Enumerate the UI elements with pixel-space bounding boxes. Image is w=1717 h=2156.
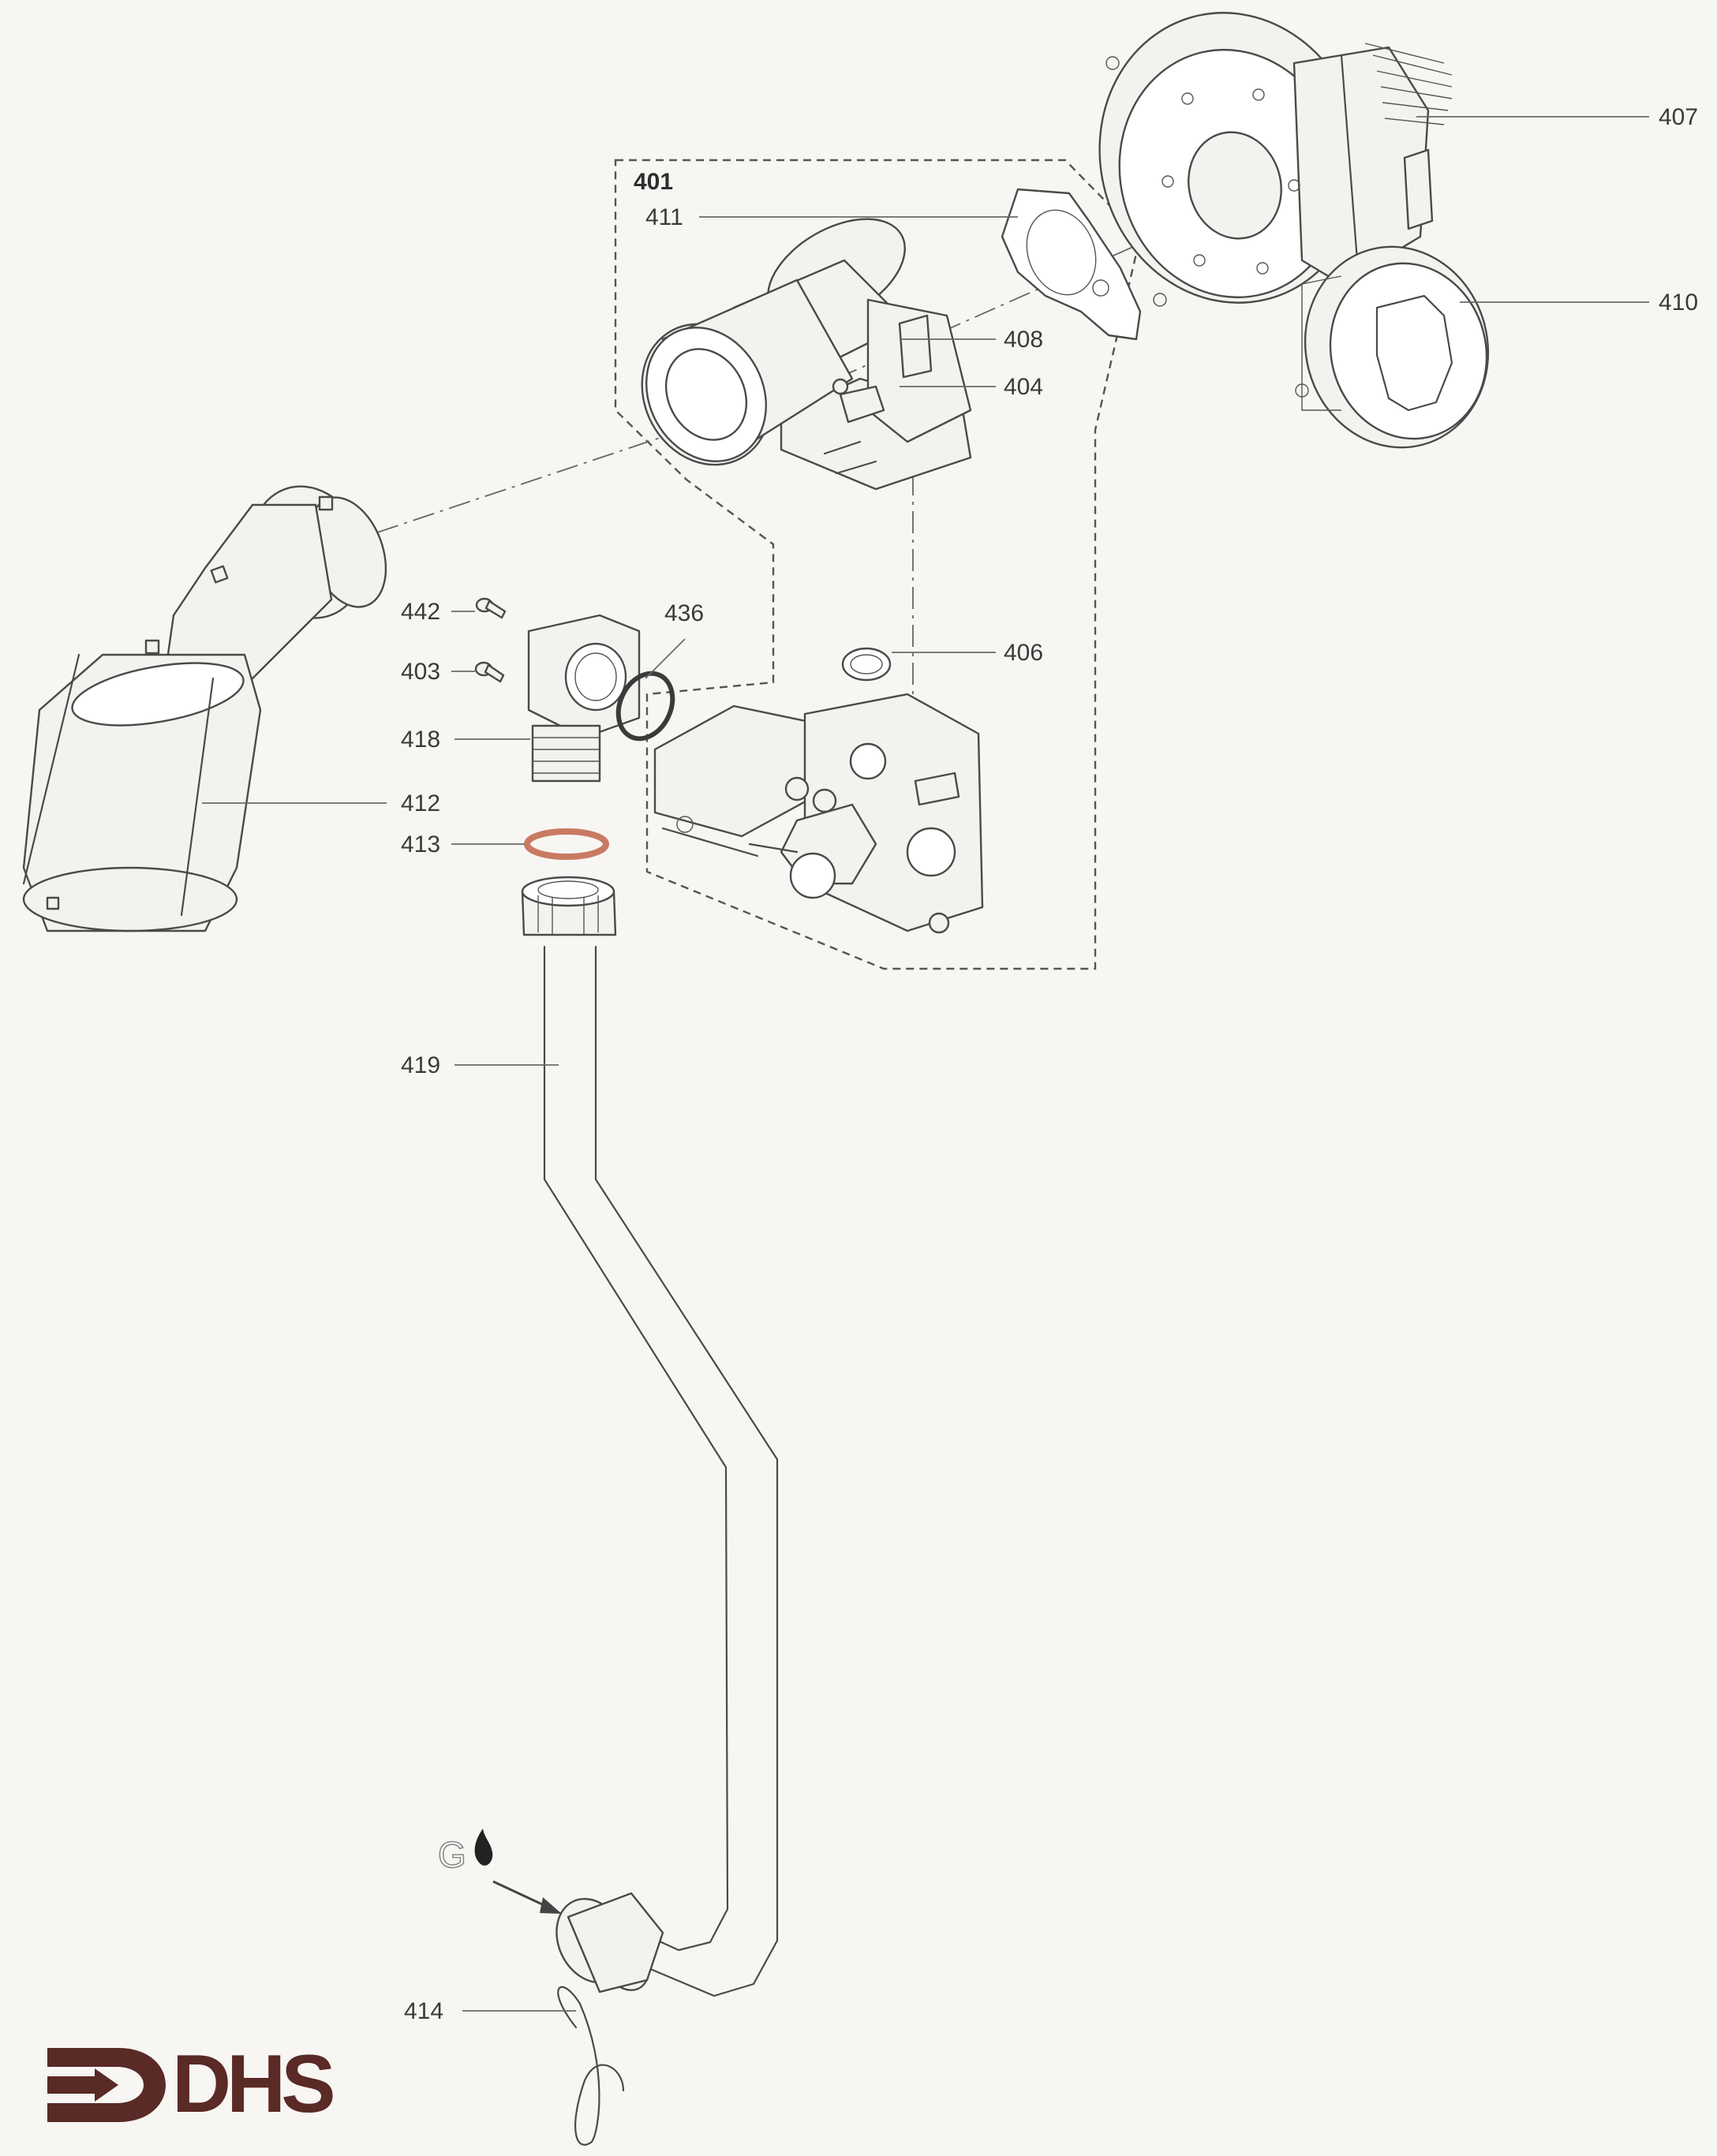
- washer-413: [524, 828, 609, 860]
- callout-442: 442: [401, 599, 440, 625]
- fan-housing-407: [1098, 12, 1453, 398]
- venturi-404: [641, 218, 972, 491]
- gas-pipe-419: [521, 876, 779, 1997]
- arrow-bracket-icon: [47, 2048, 166, 2122]
- callout-408: 408: [1004, 327, 1043, 353]
- seal-406: [841, 647, 892, 682]
- callout-436: 436: [664, 600, 704, 626]
- assembly-axis-1: [376, 378, 837, 533]
- callout-412: 412: [401, 790, 440, 816]
- screw-442: [475, 597, 507, 619]
- callout-403: 403: [401, 659, 440, 685]
- callout-406: 406: [1004, 640, 1043, 666]
- leader-436: [645, 638, 686, 679]
- callout-404: 404: [1004, 374, 1043, 400]
- elbow-silencer-412: [22, 485, 387, 932]
- gas-inlet-label: G: [438, 1834, 466, 1875]
- gas-valve: [653, 693, 984, 934]
- gasket-411: [1001, 188, 1142, 341]
- callout-407: 407: [1659, 104, 1698, 130]
- callout-413: 413: [401, 831, 440, 858]
- callout-418: 418: [401, 727, 440, 753]
- gas-inlet-marker: G: [437, 1829, 562, 1914]
- logo-text: DHS: [172, 2038, 336, 2130]
- flame-icon: [474, 1829, 493, 1866]
- flange-418: [527, 614, 641, 783]
- screw-403: [474, 661, 505, 683]
- callout-401: 401: [634, 169, 673, 195]
- plate-410: [1301, 245, 1490, 449]
- dhs-logo: DHS: [39, 2038, 339, 2130]
- connector-414: [556, 1892, 664, 2146]
- callout-419: 419: [401, 1052, 440, 1078]
- o-ring-436: [615, 671, 675, 742]
- callout-411: 411: [645, 204, 683, 230]
- callout-410: 410: [1659, 290, 1698, 316]
- callout-414: 414: [404, 1998, 443, 2024]
- inlet-arrow-head: [540, 1897, 562, 1914]
